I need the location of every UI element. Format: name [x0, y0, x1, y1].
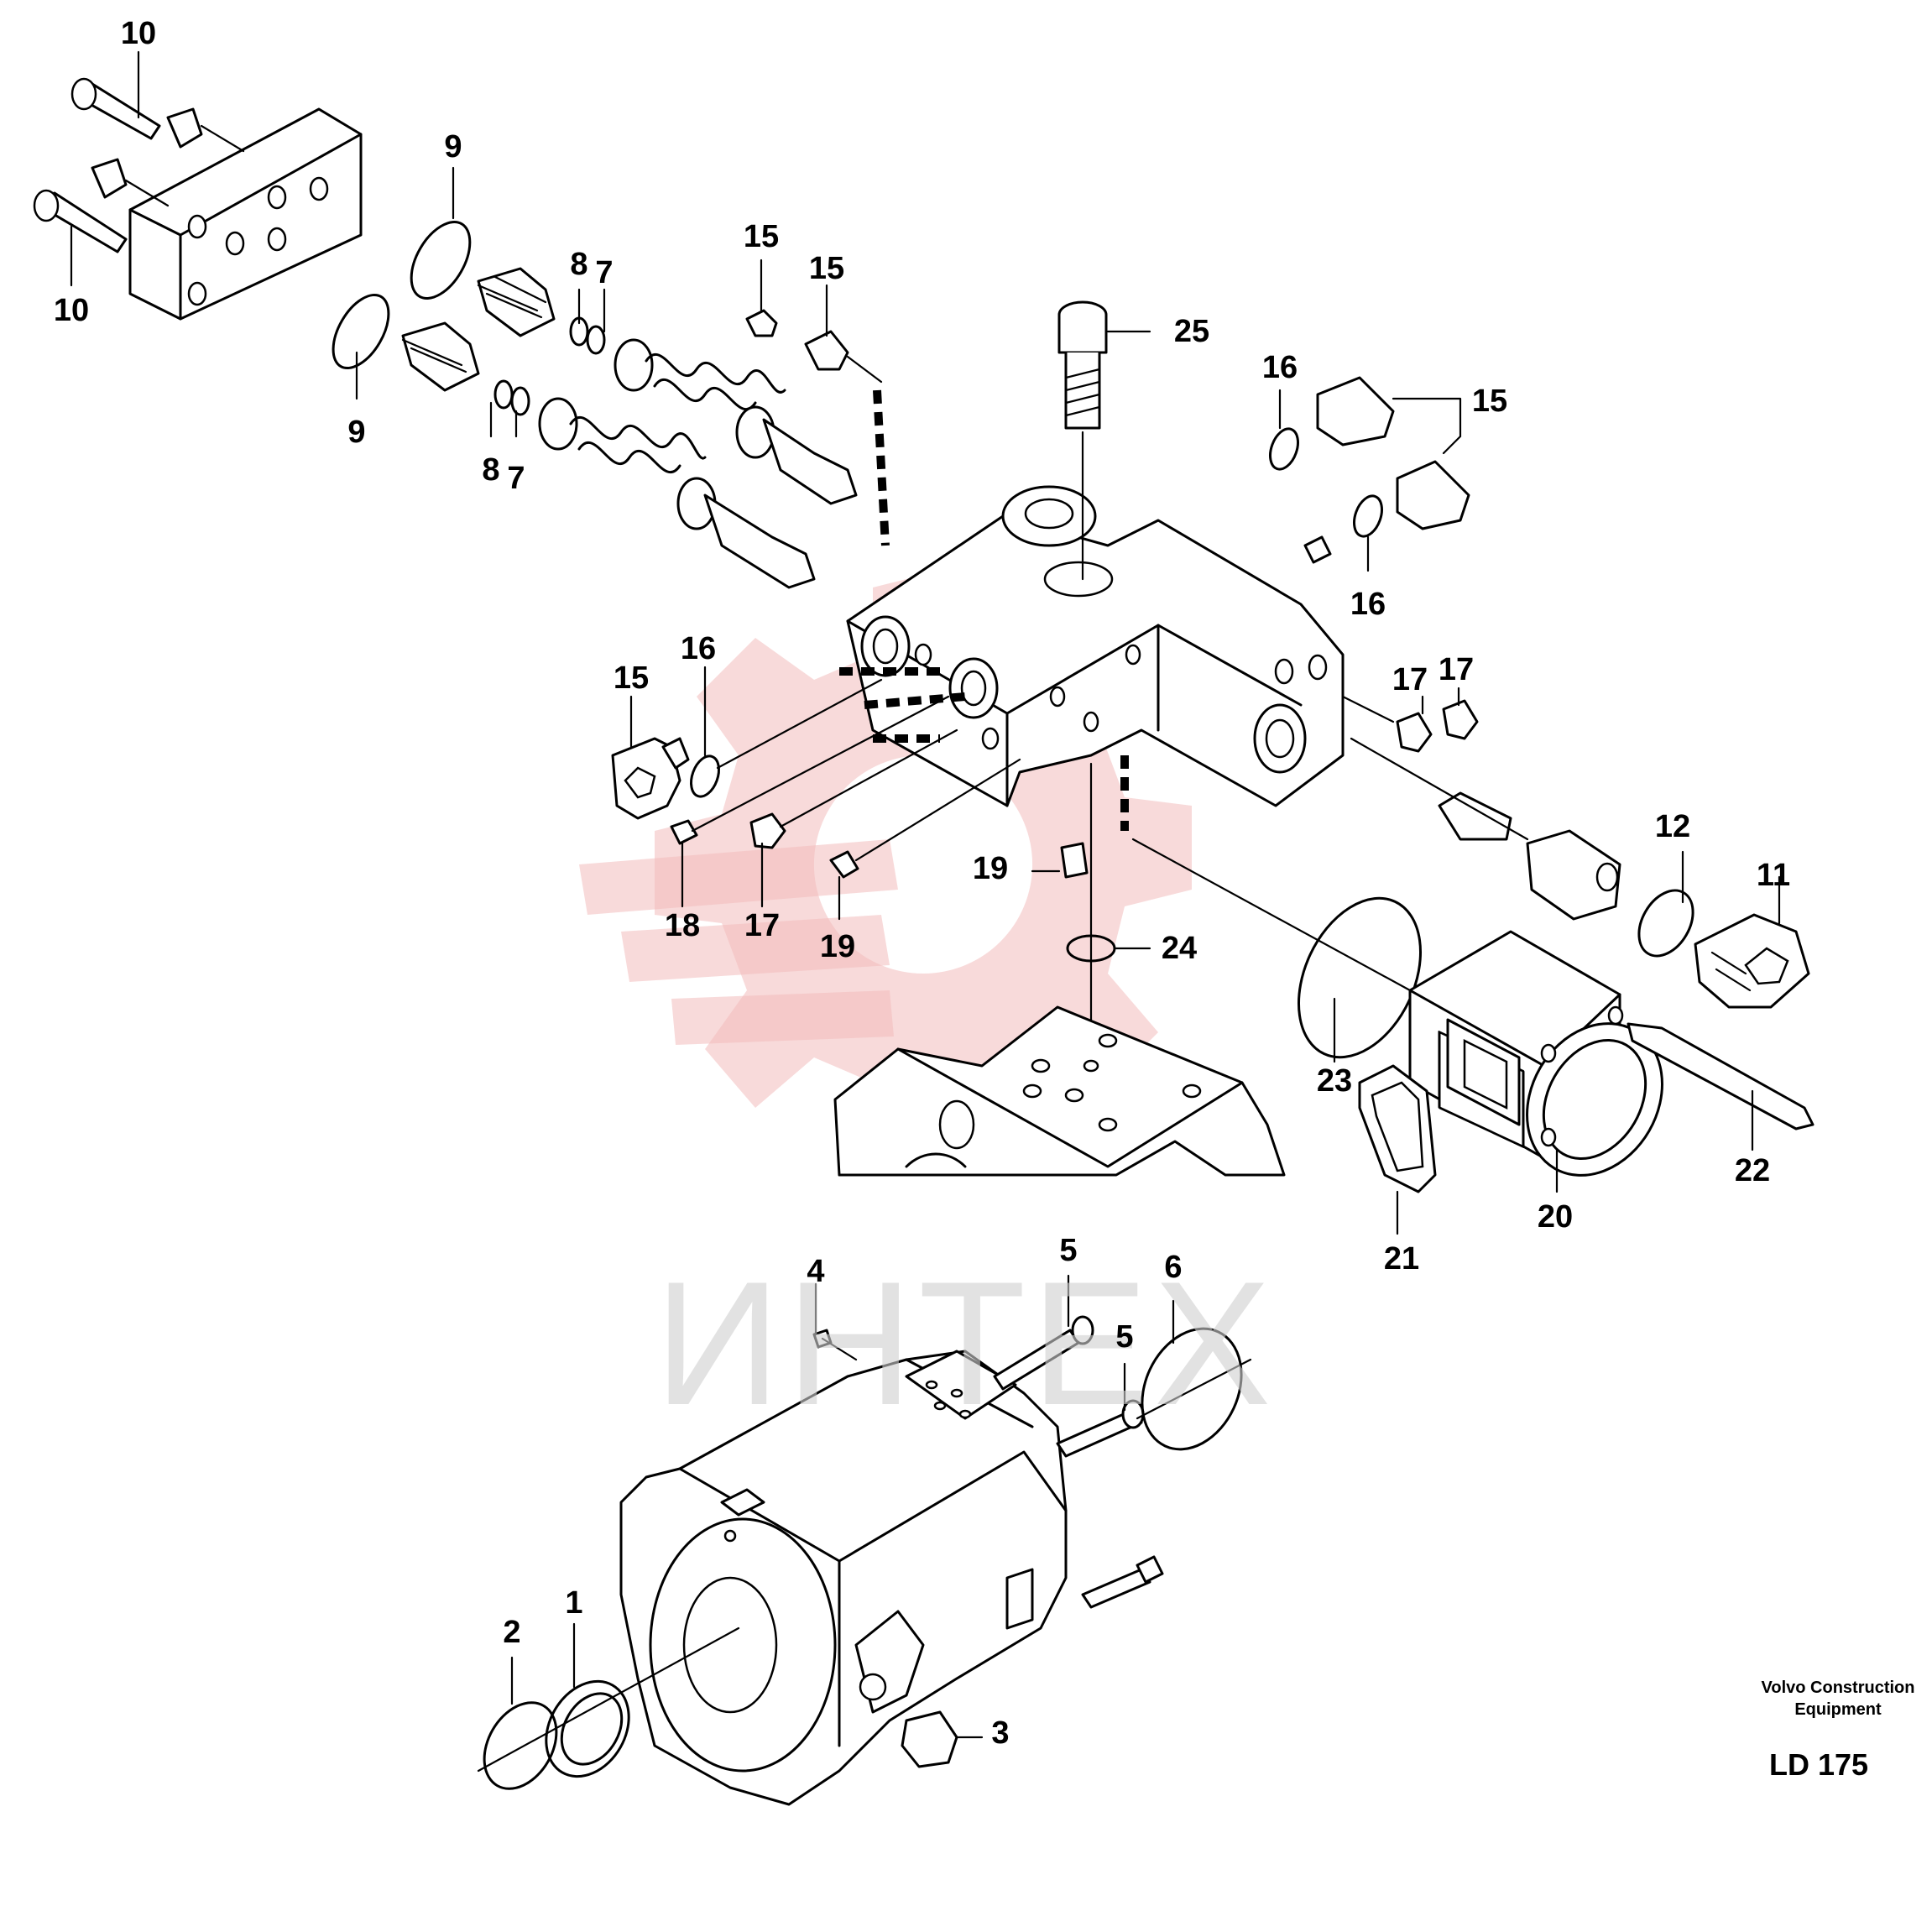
callout-16-left: 16	[680, 631, 717, 666]
spool-assembly-lower	[401, 321, 816, 589]
callout-7-lower: 7	[507, 461, 525, 496]
pump-housing	[619, 1350, 1068, 1806]
callout-13: 15	[808, 251, 845, 286]
valve-block	[846, 485, 1345, 807]
callout-6: 6	[1164, 1250, 1183, 1285]
callout-15-right: 15	[1471, 384, 1508, 419]
solenoid-assembly	[1131, 838, 1815, 1193]
housing-bolts	[812, 1315, 1252, 1609]
brand-line1: Volvo Construction	[1761, 1679, 1915, 1697]
brand-line2: Equipment	[1794, 1700, 1882, 1719]
callout-17-right-a: 17	[1392, 662, 1428, 697]
callout-1: 1	[565, 1585, 583, 1621]
callout-21: 21	[1383, 1241, 1420, 1277]
callout-14: 15	[743, 219, 780, 254]
callout-10-top: 10	[120, 16, 157, 51]
callout-11: 11	[1756, 858, 1791, 893]
plug-17-left	[749, 812, 786, 849]
callout-16-right: 16	[1350, 587, 1386, 622]
callout-9-lower: 9	[347, 415, 366, 450]
callout-8-lower: 8	[482, 452, 500, 488]
leader-lines	[70, 50, 1781, 1705]
callout-23: 23	[1316, 1063, 1353, 1099]
plug-14	[745, 309, 778, 337]
callout-20: 20	[1537, 1199, 1574, 1235]
callout-24: 24	[1161, 931, 1198, 966]
circlip-2	[483, 1701, 558, 1790]
right-valve-parts	[1341, 695, 1810, 1009]
plug-19-center	[1060, 842, 1089, 879]
bolts-10	[33, 77, 245, 253]
cover-plate	[128, 107, 363, 321]
callout-12: 12	[1654, 809, 1691, 844]
callout-5-top: 5	[1059, 1233, 1078, 1268]
callout-17-right-b: 17	[1438, 652, 1475, 687]
callout-15-left: 15	[613, 660, 650, 696]
seal-1	[545, 1679, 630, 1778]
drawing-code: LD 175	[1768, 1747, 1869, 1782]
callout-19-left: 19	[819, 929, 856, 964]
plug-15-left	[611, 678, 883, 820]
callout-16-top: 16	[1261, 350, 1298, 385]
plug-18	[670, 819, 698, 845]
plug-13	[804, 330, 849, 371]
callout-18: 18	[664, 908, 701, 943]
callout-19-center: 19	[972, 851, 1009, 886]
bolt-25	[1057, 300, 1151, 581]
callout-7-upper: 7	[595, 255, 614, 290]
watermark-text: ИНТЕХ	[654, 1245, 1277, 1442]
callout-4: 4	[807, 1254, 825, 1289]
o-ring-6	[1141, 1327, 1243, 1451]
callout-8-upper: 8	[570, 247, 588, 282]
callout-9-upper: 9	[444, 129, 462, 164]
o-ring-9-lower	[332, 293, 390, 370]
plug-3	[901, 1710, 958, 1768]
plug-19-left	[829, 850, 859, 879]
callout-3: 3	[991, 1715, 1010, 1751]
callout-2: 2	[503, 1615, 521, 1650]
shaft-seal-parts	[477, 1626, 984, 1790]
callout-10-left: 10	[53, 293, 90, 328]
callout-17-left: 17	[744, 908, 781, 943]
spool-assembly-upper	[477, 267, 858, 505]
plugs-15-upper	[1269, 376, 1470, 564]
callout-25: 25	[1173, 314, 1210, 349]
o-ring-9-upper	[410, 220, 472, 300]
callout-5-lower: 5	[1115, 1319, 1134, 1355]
mounting-plate	[833, 1005, 1286, 1177]
callout-22: 22	[1734, 1153, 1771, 1188]
